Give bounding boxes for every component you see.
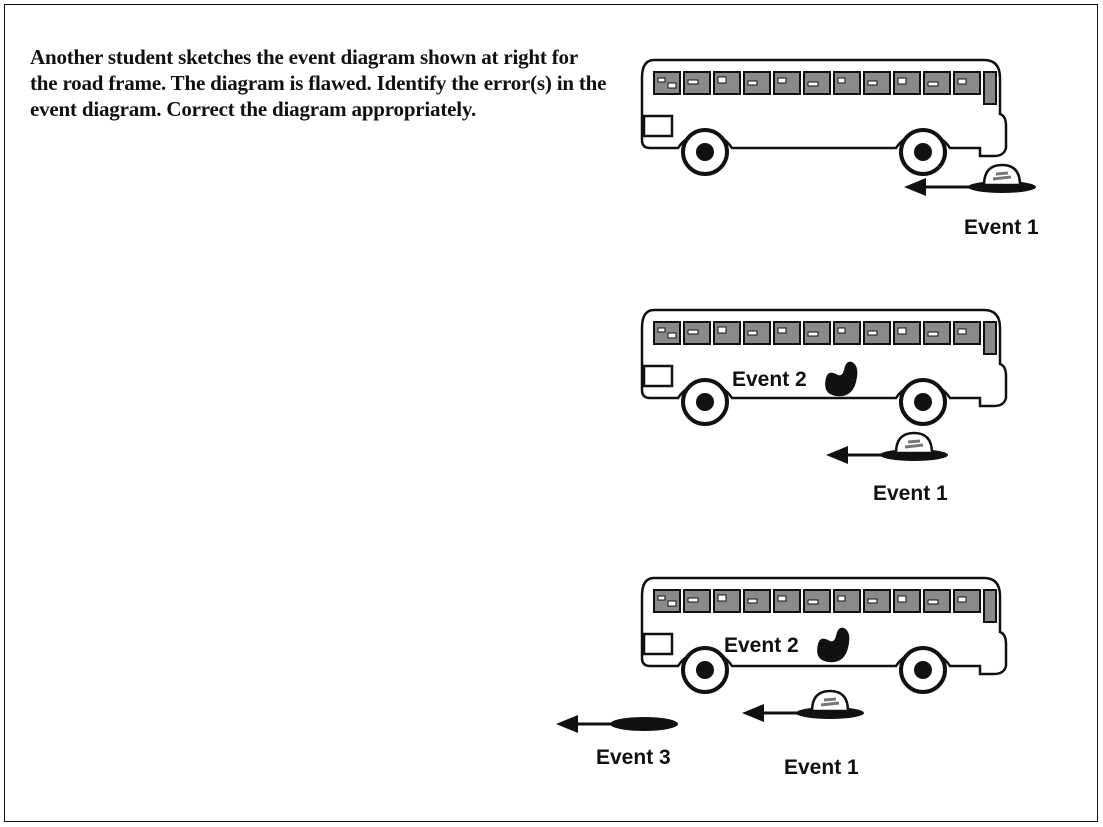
event-1-label: Event 1 [784,756,859,779]
oval-icon [610,717,678,731]
event-2-label: Event 2 [732,368,807,391]
left-arrow-icon [554,713,638,735]
panel-3: Event 2 Event 3 Event 1 [554,576,1008,779]
hat-icon [794,689,866,721]
bus-icon [640,58,1008,176]
event-2-label: Event 2 [724,634,799,657]
event-1-label: Event 1 [964,216,1039,239]
bus-icon [640,308,1008,426]
hat-icon [966,163,1038,195]
event-3-label: Event 3 [596,746,671,769]
bus-icon [640,576,1008,694]
panel-1: Event 1 [640,58,1039,239]
hat-icon [878,431,950,463]
panel-2: Event 2 Event 1 [640,308,1008,505]
question-text: Another student sketches the event diagr… [30,45,607,121]
event-1-label: Event 1 [873,482,948,505]
